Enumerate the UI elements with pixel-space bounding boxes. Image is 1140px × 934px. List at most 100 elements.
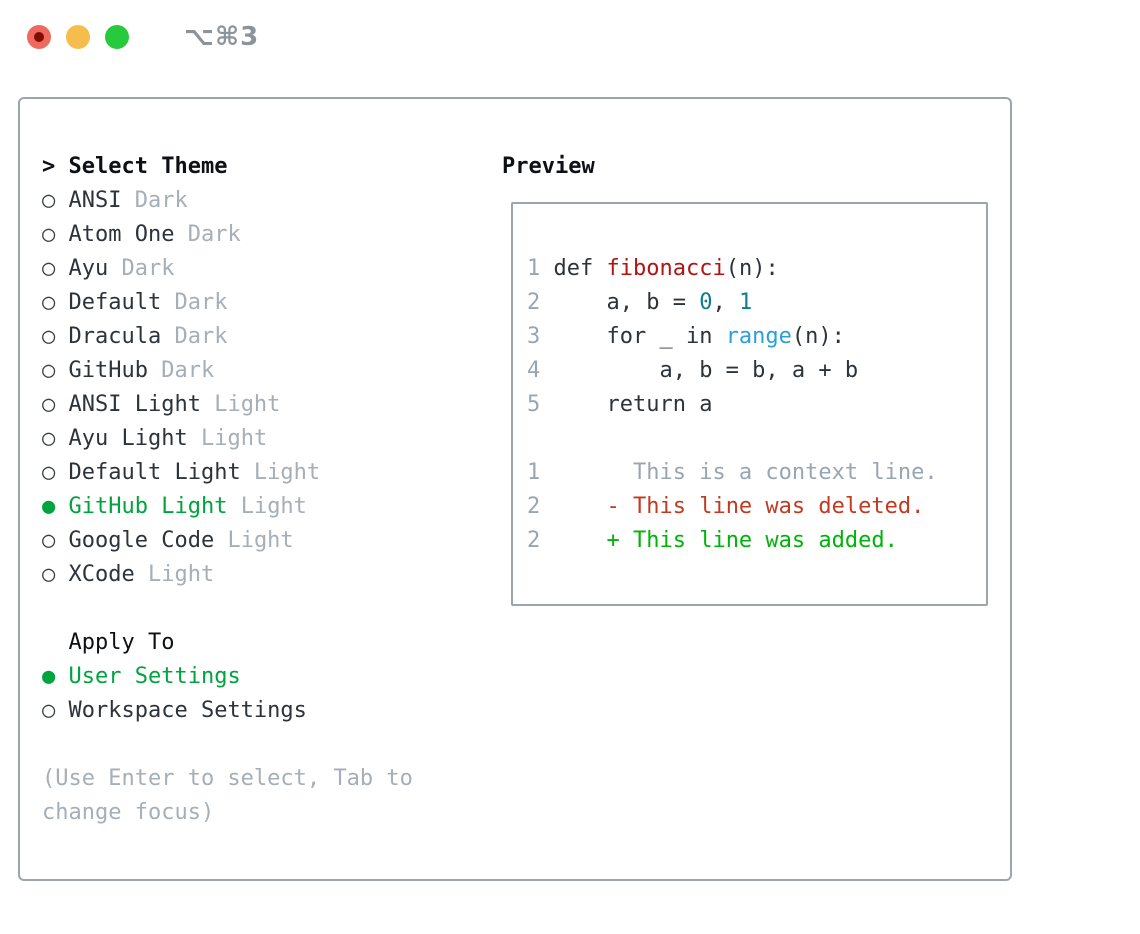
code-segment-added: + This line was added. bbox=[606, 528, 898, 553]
theme-option-ayu-light-light[interactable]: ○ Ayu Light Light bbox=[42, 422, 482, 456]
select-theme-header: > Select Theme bbox=[42, 150, 482, 184]
code-segment-context: This is a context line. bbox=[632, 460, 938, 485]
code-line: 2 + This line was added. bbox=[527, 524, 986, 558]
theme-name: Atom One bbox=[68, 222, 175, 247]
zoom-button-icon[interactable] bbox=[105, 25, 129, 49]
line-number: 2 bbox=[527, 494, 607, 519]
apply-option-label: Workspace Settings bbox=[68, 698, 307, 723]
line-number: 5 bbox=[527, 392, 554, 417]
radio-unselected-icon: ○ bbox=[42, 290, 69, 315]
code-segment-plain: for _ in bbox=[553, 324, 726, 349]
theme-name: ANSI Light bbox=[68, 392, 201, 417]
code-segment-plain: a, b = b, a + b bbox=[553, 358, 859, 383]
theme-name: XCode bbox=[68, 562, 135, 587]
line-number: 2 bbox=[527, 528, 607, 553]
code-segment-plain: return a bbox=[553, 392, 713, 417]
radio-unselected-icon: ○ bbox=[42, 698, 69, 723]
code-segment-plain: (n): bbox=[791, 324, 845, 349]
theme-list: > Select Theme ○ ANSI Dark○ Atom One Dar… bbox=[42, 150, 482, 830]
radio-unselected-icon: ○ bbox=[42, 460, 69, 485]
line-number: 1 bbox=[527, 256, 554, 281]
radio-unselected-icon: ○ bbox=[42, 358, 69, 383]
theme-variant: Dark bbox=[108, 256, 175, 281]
theme-option-dracula-dark[interactable]: ○ Dracula Dark bbox=[42, 320, 482, 354]
apply-option-user-settings[interactable]: ● User Settings bbox=[42, 660, 482, 694]
theme-options: ○ ANSI Dark○ Atom One Dark○ Ayu Dark○ De… bbox=[42, 184, 482, 592]
code-segment-function: fibonacci bbox=[606, 256, 726, 281]
minimize-button-icon[interactable] bbox=[66, 25, 90, 49]
window-shortcut-label: ⌥⌘3 bbox=[184, 22, 260, 52]
apply-to-header: Apply To bbox=[68, 630, 175, 655]
preview-header: Preview bbox=[502, 154, 595, 179]
theme-variant: Dark bbox=[161, 324, 228, 349]
code-line: 2 a, b = 0, 1 bbox=[527, 286, 986, 320]
theme-variant: Light bbox=[187, 426, 268, 451]
radio-unselected-icon: ○ bbox=[42, 562, 69, 587]
code-line: 1 def fibonacci(n): bbox=[527, 252, 986, 286]
code-segment-builtin: range bbox=[725, 324, 792, 349]
theme-option-ansi-light-light[interactable]: ○ ANSI Light Light bbox=[42, 388, 482, 422]
theme-option-default-dark[interactable]: ○ Default Dark bbox=[42, 286, 482, 320]
theme-option-ansi-dark[interactable]: ○ ANSI Dark bbox=[42, 184, 482, 218]
titlebar: ⌥⌘3 bbox=[0, 0, 1140, 74]
theme-option-google-code-light[interactable]: ○ Google Code Light bbox=[42, 524, 482, 558]
code-segment-number: 0 bbox=[699, 290, 713, 315]
code-segment-plain: a, b = bbox=[553, 290, 700, 315]
radio-selected-icon: ● bbox=[42, 494, 69, 519]
theme-variant: Light bbox=[134, 562, 215, 587]
code-segment-deleted: - This line was deleted. bbox=[606, 494, 925, 519]
theme-option-github-dark[interactable]: ○ GitHub Dark bbox=[42, 354, 482, 388]
cursor-icon: > bbox=[42, 154, 69, 179]
theme-name: GitHub bbox=[68, 358, 148, 383]
radio-unselected-icon: ○ bbox=[42, 222, 69, 247]
code-line: 2 - This line was deleted. bbox=[527, 490, 986, 524]
line-number: 3 bbox=[527, 324, 554, 349]
theme-name: Default Light bbox=[68, 460, 241, 485]
spacer bbox=[42, 592, 482, 626]
theme-variant: Light bbox=[200, 392, 281, 417]
theme-variant: Dark bbox=[147, 358, 215, 383]
apply-to-options: ● User Settings○ Workspace Settings bbox=[42, 660, 482, 728]
theme-option-default-light-light[interactable]: ○ Default Light Light bbox=[42, 456, 482, 490]
theme-variant: Light bbox=[227, 494, 307, 519]
theme-name: Default bbox=[68, 290, 162, 315]
code-segment-plain: (n): bbox=[725, 256, 779, 281]
radio-unselected-icon: ○ bbox=[42, 324, 69, 349]
theme-variant: Dark bbox=[174, 222, 241, 247]
theme-variant: Light bbox=[214, 528, 294, 553]
line-number: 1 bbox=[527, 460, 633, 485]
theme-name: Dracula bbox=[68, 324, 162, 349]
radio-unselected-icon: ○ bbox=[42, 528, 69, 553]
theme-picker-panel: > Select Theme ○ ANSI Dark○ Atom One Dar… bbox=[18, 97, 1012, 881]
theme-option-github-light-light[interactable]: ● GitHub Light Light bbox=[42, 490, 482, 524]
line-number: 2 bbox=[527, 290, 554, 315]
theme-option-xcode-light[interactable]: ○ XCode Light bbox=[42, 558, 482, 592]
theme-option-ayu-dark[interactable]: ○ Ayu Dark bbox=[42, 252, 482, 286]
keyboard-hint: (Use Enter to select, Tab to change focu… bbox=[42, 766, 413, 825]
code-line: 4 a, b = b, a + b bbox=[527, 354, 986, 388]
apply-option-label: User Settings bbox=[68, 664, 241, 689]
close-button-icon[interactable] bbox=[27, 25, 51, 49]
code-segment-plain: , bbox=[712, 290, 739, 315]
code-segment-number: 1 bbox=[738, 290, 753, 315]
radio-selected-icon: ● bbox=[42, 664, 69, 689]
code-line: 5 return a bbox=[527, 388, 986, 422]
theme-variant: Light bbox=[240, 460, 321, 485]
theme-name: Google Code bbox=[68, 528, 215, 553]
radio-unselected-icon: ○ bbox=[42, 256, 69, 281]
theme-name: GitHub Light bbox=[68, 494, 228, 519]
line-number: 4 bbox=[527, 358, 554, 383]
theme-option-atom-one-dark[interactable]: ○ Atom One Dark bbox=[42, 218, 482, 252]
code-line: 3 for _ in range(n): bbox=[527, 320, 986, 354]
code-line: 1 This is a context line. bbox=[527, 456, 986, 490]
theme-name: ANSI bbox=[68, 188, 122, 213]
theme-variant: Dark bbox=[121, 188, 188, 213]
apply-option-workspace-settings[interactable]: ○ Workspace Settings bbox=[42, 694, 482, 728]
theme-name: Ayu bbox=[68, 256, 109, 281]
radio-unselected-icon: ○ bbox=[42, 392, 69, 417]
select-theme-title: Select Theme bbox=[68, 154, 228, 179]
radio-unselected-icon: ○ bbox=[42, 426, 69, 451]
code-segment-plain: def bbox=[553, 256, 607, 281]
